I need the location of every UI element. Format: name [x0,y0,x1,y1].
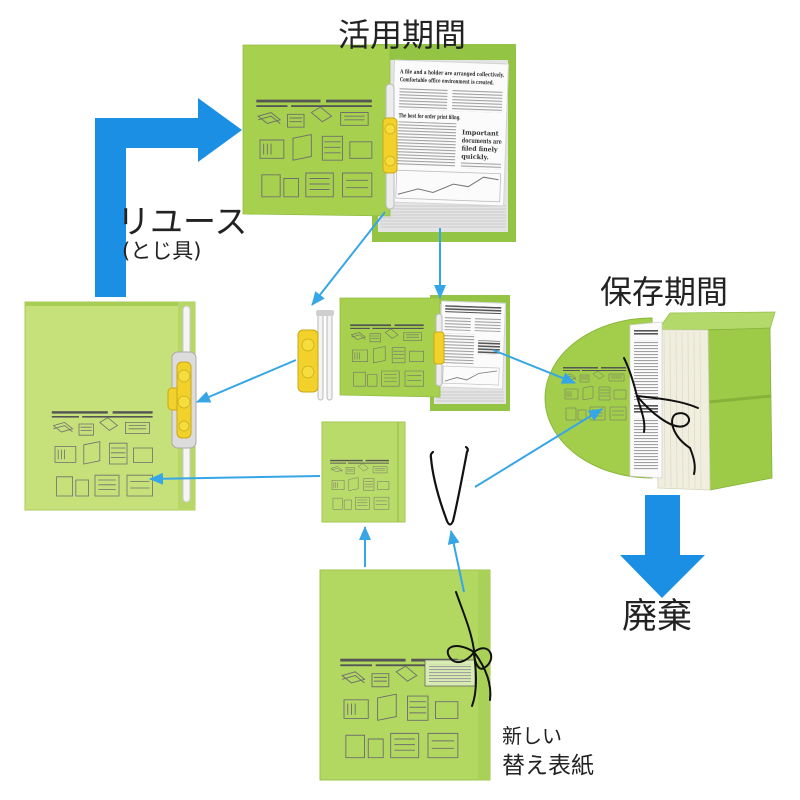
folder-cover-small [321,421,406,523]
arrow-center-to-storage [492,349,576,384]
label-reuse-note: (とじ具) [122,239,201,263]
document-headline-line2: Comfortable office environment is create… [400,77,494,86]
label-storage-period: 保存期間 [600,273,728,311]
document-callout-line4: quickly. [461,152,489,161]
arrow-new-string-up [447,530,465,593]
tie-string-icon [623,357,699,475]
binder-clip-icon [167,351,197,449]
arrow-folder-to-fastener [311,211,386,306]
document-callout-line1: Important [462,128,499,137]
folder-center [339,295,510,411]
document-headline-line1: A file and a holder are arranged collect… [399,69,504,79]
document-subhead: The best for order print filing. [399,113,461,121]
label-active-period: 活用期間 [338,16,466,54]
document-page: A file and a holder are arranged collect… [389,59,510,207]
big-arrow-reuse [95,98,242,297]
document-callout-line2: documents are [462,136,502,145]
label-new-cover-line2: 替え表紙 [502,753,594,779]
storage-box [544,311,776,491]
folder-reuse [24,301,197,511]
arrow-cover-to-reuse [149,472,321,485]
label-disposal: 廃棄 [622,597,692,637]
folder-active-period: A file and a holder are arranged collect… [242,44,516,242]
arrow-string-to-storage [474,408,603,488]
arrow-fastener-to-reuse [196,359,297,403]
document-callout-line3: filed finely [461,144,498,153]
big-arrow-disposal [620,495,705,598]
folder-new-cover [319,569,493,781]
label-reuse: リユース [117,202,247,241]
binder-clip-icon [382,83,398,210]
string-fastener-icon [429,445,469,526]
label-new-cover-line1: 新しい [502,724,562,748]
tie-string-icon [446,591,493,707]
binding-fastener-icon [297,310,334,401]
